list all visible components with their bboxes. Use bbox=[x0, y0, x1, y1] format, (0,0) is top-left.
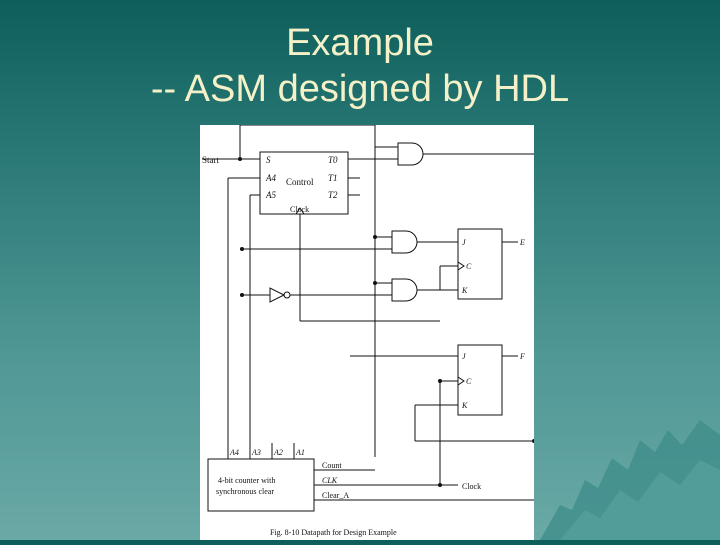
control-output-t2: T2 bbox=[328, 190, 338, 200]
flipflop-e-clock-symbol bbox=[457, 261, 465, 271]
control-input-a4: A4 bbox=[265, 173, 276, 183]
counter-output-a1: A1 bbox=[295, 448, 305, 457]
counter-block bbox=[207, 458, 315, 512]
ff-e-j: J bbox=[462, 238, 466, 247]
and-gate-k-e bbox=[391, 278, 418, 302]
flipflop-f bbox=[457, 344, 503, 416]
mountain-decoration bbox=[540, 420, 720, 540]
counter-clear-label: Clear_A bbox=[322, 491, 349, 500]
ff-e-output: E bbox=[519, 238, 525, 247]
control-input-a5: A5 bbox=[265, 190, 276, 200]
datapath-diagram: Start S A4 A5 Control T0 T1 T2 Clock J C… bbox=[200, 124, 536, 540]
control-clock-label: Clock bbox=[290, 205, 309, 214]
counter-clk-label: CLK bbox=[322, 476, 338, 485]
control-clock-symbol bbox=[295, 207, 305, 215]
ff-e-c: C bbox=[466, 262, 472, 271]
figure-caption: Fig. 8-10 Datapath for Design Example bbox=[270, 528, 397, 537]
counter-output-a2: A2 bbox=[273, 448, 283, 457]
slide-title: Example -- ASM designed by HDL bbox=[0, 20, 720, 112]
start-label: Start bbox=[202, 155, 219, 165]
flipflop-f-clock-symbol bbox=[457, 376, 465, 386]
ff-f-output: F bbox=[519, 352, 525, 361]
inverter-gate bbox=[269, 287, 286, 303]
and-gate-top bbox=[397, 142, 424, 166]
ff-f-k: K bbox=[461, 401, 468, 410]
ff-e-k: K bbox=[461, 286, 468, 295]
flipflop-e bbox=[457, 228, 503, 300]
control-input-s: S bbox=[266, 155, 271, 165]
title-line-1: Example bbox=[286, 22, 434, 64]
control-label: Control bbox=[286, 177, 314, 187]
counter-count-label: Count bbox=[322, 461, 342, 470]
datapath-svg: Start S A4 A5 Control T0 T1 T2 Clock J C… bbox=[202, 124, 536, 537]
clock-label: Clock bbox=[462, 482, 481, 491]
and-gate-j-e bbox=[391, 230, 418, 254]
counter-output-a3: A3 bbox=[251, 448, 261, 457]
counter-text-line1: 4-bit counter with bbox=[218, 476, 275, 485]
counter-output-a4: A4 bbox=[229, 448, 239, 457]
counter-text-line2: synchronous clear bbox=[216, 487, 274, 496]
ff-f-j: J bbox=[462, 352, 466, 361]
ff-f-c: C bbox=[466, 377, 472, 386]
title-line-2: -- ASM designed by HDL bbox=[150, 68, 570, 110]
control-output-t1: T1 bbox=[328, 173, 338, 183]
control-output-t0: T0 bbox=[328, 155, 338, 165]
